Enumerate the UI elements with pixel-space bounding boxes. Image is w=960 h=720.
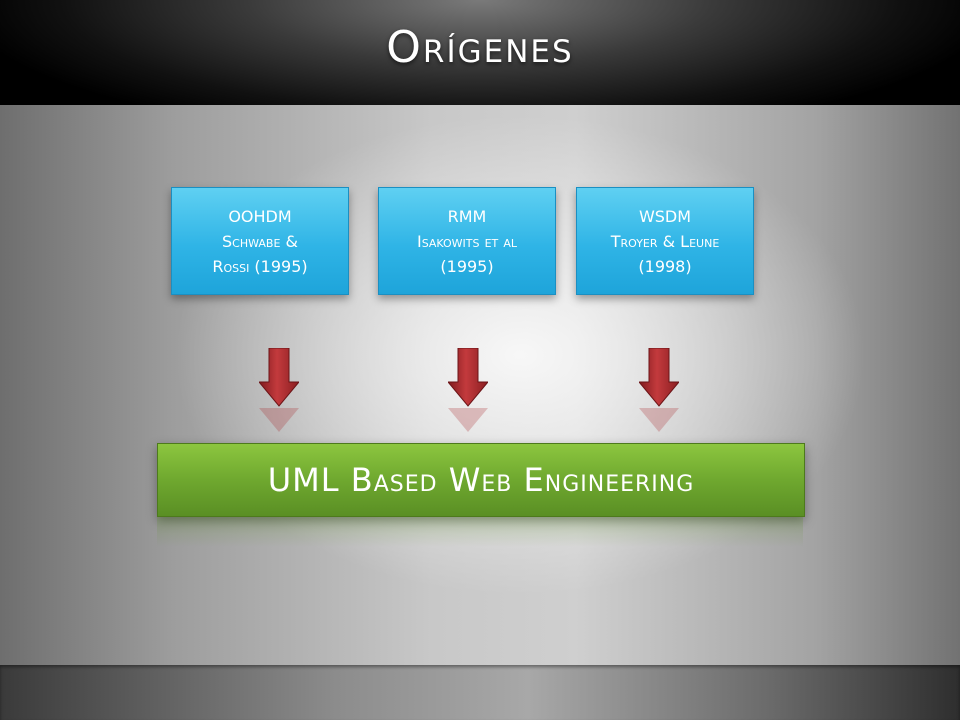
source-name: RMM [447, 206, 487, 226]
slide-title: Orígenes [386, 22, 574, 73]
down-arrow-icon [448, 348, 488, 407]
source-authors: Troyer & Leune [610, 231, 720, 251]
result-reflection [157, 517, 803, 547]
source-authors: Isakowits et al [416, 231, 518, 251]
down-arrow-icon [639, 348, 679, 407]
source-year: (1995) [440, 256, 494, 276]
arrow-reflection [448, 408, 488, 432]
result-box: UML Based Web Engineering [157, 443, 805, 517]
source-box-wsdm: WSDM Troyer & Leune (1998) [576, 187, 754, 295]
footer-band [0, 665, 960, 720]
source-name: WSDM [638, 206, 692, 226]
source-year: Rossi (1995) [212, 256, 308, 276]
source-name: OOHDM [228, 206, 292, 226]
source-year: (1998) [638, 256, 692, 276]
source-authors: Schwabe & [222, 231, 298, 251]
source-box-oohdm: OOHDM Schwabe & Rossi (1995) [171, 187, 349, 295]
title-band [0, 0, 960, 105]
source-box-rmm: RMM Isakowits et al (1995) [378, 187, 556, 295]
arrow-reflection [639, 408, 679, 432]
down-arrow-icon [259, 348, 299, 407]
arrow-reflection [259, 408, 299, 432]
